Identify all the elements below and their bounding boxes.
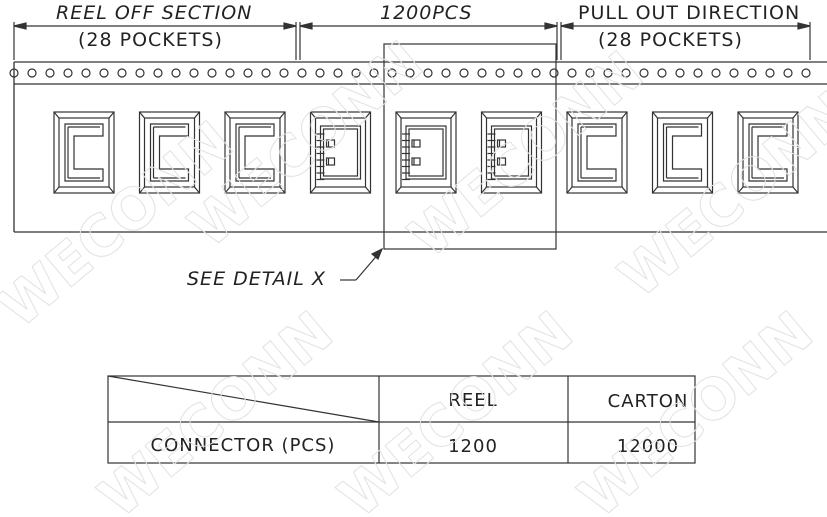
reel-off-section-label: REEL OFF SECTION (56, 2, 253, 24)
sprocket-hole (657, 68, 667, 78)
sprocket-hole (693, 68, 703, 78)
watermark-6: WECONN (327, 299, 585, 517)
sprocket-hole (765, 68, 775, 78)
sprocket-hole (369, 68, 379, 78)
sprocket-hole (117, 68, 127, 78)
sprocket-hole (459, 68, 469, 78)
table-row-label: CONNECTOR (PCS) (151, 435, 336, 456)
sprocket-hole (135, 68, 145, 78)
watermark-4: WECONN (607, 79, 827, 310)
watermark-3: WECONN (397, 39, 655, 270)
sprocket-hole (225, 68, 235, 78)
sprocket-hole (711, 68, 721, 78)
sprocket-hole (585, 68, 595, 78)
sprocket-hole (747, 68, 757, 78)
table-header-reel: REEL (448, 390, 497, 411)
sprocket-hole (621, 68, 631, 78)
sprocket-hole (477, 68, 487, 78)
sprocket-hole (441, 68, 451, 78)
table-cell-reel-qty: 1200 (448, 436, 498, 457)
tape-pockets (53, 111, 799, 194)
sprocket-hole (81, 68, 91, 78)
sprocket-hole (603, 68, 613, 78)
sprocket-hole (513, 68, 523, 78)
sprocket-hole (207, 68, 217, 78)
sprocket-hole (675, 68, 685, 78)
pocket-empty (224, 111, 286, 194)
sprocket-hole (387, 68, 397, 78)
sprocket-holes (9, 68, 811, 78)
sprocket-hole (99, 68, 109, 78)
see-detail-x-label: SEE DETAIL X (187, 268, 326, 290)
sprocket-hole (729, 68, 739, 78)
table-cell-carton-qty: 12000 (617, 436, 679, 457)
pocket-connector (480, 111, 543, 194)
watermark-5: WECONN (87, 299, 345, 517)
detail-leader (340, 247, 384, 281)
table-header-carton: CARTON (608, 391, 689, 412)
carrier-tape (13, 61, 827, 233)
pocket-empty (566, 111, 628, 194)
sprocket-hole (189, 68, 199, 78)
pocket-empty (737, 111, 799, 194)
watermarks: WECONN WECONN WECONN WECONN WECONN WECON… (0, 29, 827, 517)
middle-quantity-label: 1200PCS (380, 2, 473, 24)
sprocket-hole (261, 68, 271, 78)
sprocket-hole (351, 68, 361, 78)
sprocket-hole (243, 68, 253, 78)
sprocket-hole (495, 68, 505, 78)
pocket-empty (53, 111, 115, 194)
sprocket-hole (45, 68, 55, 78)
sprocket-hole (549, 68, 559, 78)
sprocket-hole (801, 68, 811, 78)
sprocket-hole (333, 68, 343, 78)
sprocket-hole (27, 68, 37, 78)
sprocket-hole (171, 68, 181, 78)
dimension-lines (13, 22, 811, 60)
pocket-empty (138, 111, 201, 194)
sprocket-hole (405, 68, 415, 78)
sprocket-hole (423, 68, 433, 78)
sprocket-hole (531, 68, 541, 78)
sprocket-hole (9, 68, 19, 78)
sprocket-hole (279, 68, 289, 78)
reel-off-pockets-label: (28 POCKETS) (78, 29, 223, 51)
sprocket-hole (783, 68, 793, 78)
pocket-connector (395, 111, 457, 194)
detail-x-box (383, 43, 557, 250)
watermark-7: WECONN (567, 299, 825, 517)
pocket-empty (651, 111, 714, 194)
sprocket-hole (315, 68, 325, 78)
sprocket-hole (63, 68, 73, 78)
pocket-connector (309, 111, 372, 194)
quantity-table (107, 375, 696, 464)
sprocket-hole (153, 68, 163, 78)
sprocket-hole (297, 68, 307, 78)
pull-out-direction-label: PULL OUT DIRECTION (578, 2, 801, 24)
sprocket-hole (639, 68, 649, 78)
pull-out-pockets-label: (28 POCKETS) (598, 29, 743, 51)
sprocket-hole (567, 68, 577, 78)
